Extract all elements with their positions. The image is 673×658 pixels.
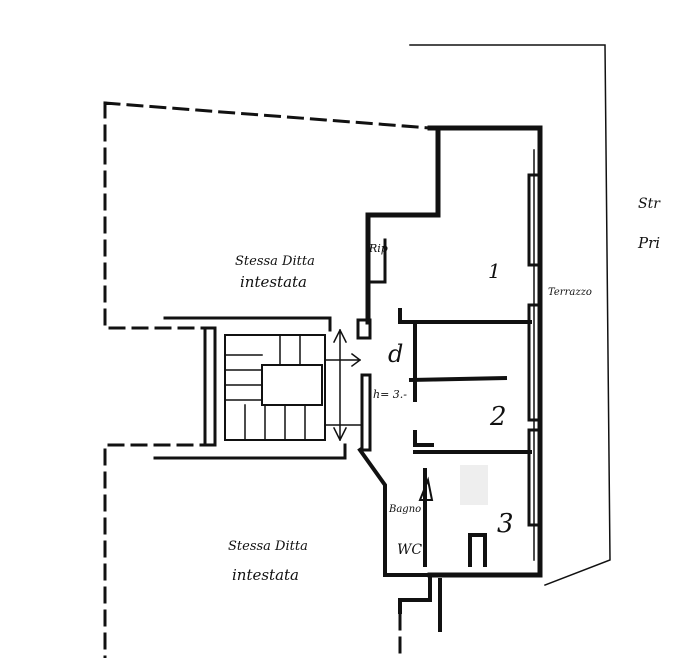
neighbor-top-label-2: intestata bbox=[240, 273, 307, 291]
bath-label: Bagno bbox=[388, 504, 421, 515]
room-2-label: 2 bbox=[489, 402, 507, 432]
neighbor-bottom-label-1: Stessa Ditta bbox=[228, 539, 308, 554]
neighbor-bottom-label-2: intestata bbox=[232, 566, 299, 584]
wc-label: WC bbox=[397, 542, 422, 558]
neighbor-top-label-1: Stessa Ditta bbox=[235, 254, 315, 269]
terrace-outline bbox=[409, 44, 611, 586]
neighbor-boundary-top bbox=[103, 101, 432, 330]
neighbor-boundary-bottom bbox=[103, 443, 217, 658]
interior-walls bbox=[357, 308, 532, 632]
street-label-1: Str bbox=[638, 196, 661, 212]
storage-label: Rip bbox=[368, 242, 388, 255]
room-1-label: 1 bbox=[488, 259, 501, 283]
hall-label: d bbox=[388, 340, 403, 368]
height-label: h= 3.- bbox=[373, 388, 407, 401]
room-3-label: 3 bbox=[497, 509, 514, 539]
stairwell bbox=[153, 316, 362, 460]
terrace-label: Terrazzo bbox=[548, 287, 592, 298]
street-label-2: Pri bbox=[637, 234, 660, 252]
